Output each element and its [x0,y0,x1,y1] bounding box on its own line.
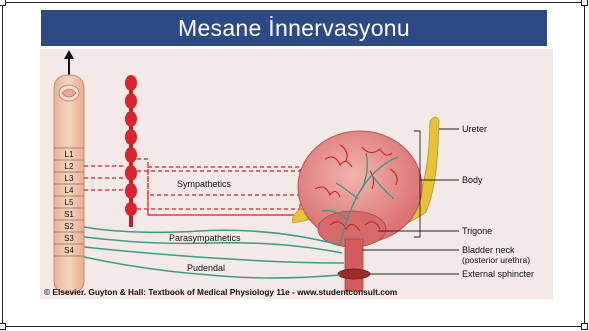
frame-corner [0,323,6,330]
frame-corner [581,323,588,330]
segment-label: L2 [65,162,74,171]
segment-label: S4 [64,246,74,255]
segment-label: L3 [65,174,74,183]
pudendal-label: Pudendal [187,263,225,273]
bladder-innervation-diagram: L1 L2 L3 L4 L5 S1 S2 S3 S4 Sympathetics [40,49,553,299]
bladder-neck-sublabel: (posterior urethra) [462,255,530,265]
segment-label: S3 [64,234,74,243]
figure-credit: © Elsevier. Guyton & Hall: Textbook of M… [44,287,397,297]
segment-label: L5 [65,198,74,207]
spinal-cord: L1 L2 L3 L4 L5 S1 S2 S3 S4 [54,75,84,294]
bladder-neck-label: Bladder neck [462,245,515,255]
body-label: Body [462,175,483,185]
segment-label: S1 [64,210,74,219]
external-sphincter-label: External sphincter [462,269,534,279]
sympathetic-chain [125,75,137,227]
frame-corner [0,0,6,6]
external-sphincter [338,269,370,279]
frame-corner [581,0,588,6]
slide-title: Mesane İnnervasyonu [41,10,547,46]
segment-label: L4 [65,186,74,195]
parasympathetics-label: Parasympathetics [169,233,241,243]
segment-label: S2 [64,222,74,231]
urethra [345,239,363,291]
segment-label: L1 [65,150,74,159]
ureter-label: Ureter [462,124,487,134]
sympathetics-label: Sympathetics [177,179,232,189]
trigone-label: Trigone [462,226,492,236]
slide-title-text: Mesane İnnervasyonu [178,15,410,42]
